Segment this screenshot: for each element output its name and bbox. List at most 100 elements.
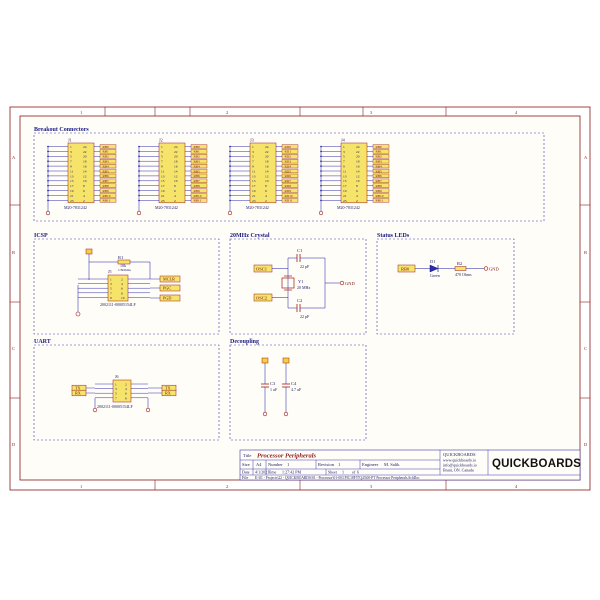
j5-part: 2002111-00005154LF	[100, 302, 136, 307]
pin-number-left: 1	[161, 145, 163, 149]
pin-number-right: 14	[83, 169, 87, 173]
j5-pin-number: 7	[110, 291, 112, 295]
pin-number-left: 17	[70, 184, 74, 188]
pin-number-left: 9	[252, 165, 254, 169]
gnd-symbol-j4	[318, 210, 324, 216]
net-label	[281, 193, 299, 198]
net-label-text: RD1	[285, 150, 292, 154]
net-label	[372, 168, 390, 174]
pin-number-right: 24	[356, 145, 360, 149]
net-label	[190, 159, 208, 164]
pin-number-left: 13	[343, 174, 347, 178]
net-label	[372, 144, 390, 149]
border-row-left-A: A	[12, 155, 16, 160]
gnd-symbol-icsp	[75, 311, 81, 317]
pin-number-left: 7	[252, 160, 254, 164]
gnd-symbol-led	[483, 266, 489, 271]
section-icsp: ICSP R1 10k 1/8Ohms J5 2002111-00005154L…	[33, 233, 220, 335]
j5-pin-number: 3	[110, 282, 112, 286]
j6-pin-number: 4	[125, 387, 127, 391]
tb-email: info@quickboards.io	[443, 463, 477, 468]
pin-number-right: 4	[356, 194, 358, 198]
net-label	[372, 178, 390, 183]
pin-number-left: 23	[252, 199, 256, 203]
pin-number-right: 24	[174, 145, 178, 149]
tb-time: 1:27:42 PM	[282, 470, 301, 475]
border-col-top-1: 1	[80, 110, 82, 115]
connector-ref-j1: J1	[68, 138, 72, 143]
pin-number-left: 19	[343, 189, 347, 193]
pin-number-right: 2	[83, 199, 85, 203]
net-label	[190, 163, 208, 169]
c4-ref: C4	[291, 381, 297, 386]
pin-number-left: 13	[70, 174, 74, 178]
section-title-uart: UART	[34, 339, 51, 345]
net-label-text: RB0	[376, 145, 383, 149]
pin-number-left: 15	[252, 179, 256, 183]
gnd-symbol-uart-right	[145, 407, 151, 413]
net-label	[190, 144, 208, 149]
net-label-text: RD2	[285, 155, 292, 159]
border-col-bottom-2: 2	[226, 484, 228, 489]
crystal-gnd: GND	[345, 281, 355, 286]
net-label-text: RB4	[376, 164, 383, 168]
gnd-symbol-c4	[283, 411, 289, 417]
net-label	[372, 149, 390, 154]
border-col-bottom-1: 1	[80, 484, 82, 489]
r2-ref: R2	[457, 261, 462, 266]
net-label-text: RB3	[376, 160, 383, 164]
uart-left-label-text: TX	[75, 386, 81, 391]
d1-value: Green	[430, 273, 440, 278]
net-label	[99, 163, 117, 169]
tb-engineer: M. Salik	[384, 462, 400, 467]
pin-number-right: 24	[83, 145, 87, 149]
net-label	[281, 144, 299, 149]
pin-number-left: 7	[343, 160, 345, 164]
r1-value-2: 1/8Ohms	[118, 268, 131, 272]
pin-number-left: 1	[252, 145, 254, 149]
net-label	[99, 198, 117, 203]
section-title-breakout: Breakout Connectors	[34, 127, 89, 133]
tb-revision: 1	[338, 462, 340, 467]
pin-number-left: 7	[161, 160, 163, 164]
pin-number-right: 22	[174, 150, 178, 154]
pin-number-left: 3	[70, 150, 72, 154]
pin-number-left: 17	[343, 184, 347, 188]
header-body-j1	[67, 142, 95, 204]
border-row-right-A: A	[584, 155, 588, 160]
tb-of: 6	[357, 470, 359, 475]
header-body-j2	[158, 142, 186, 204]
section-title-decoupling: Decoupling	[230, 339, 259, 345]
pin-number-left: 15	[343, 179, 347, 183]
border-row-left-B: B	[12, 250, 15, 255]
net-label	[372, 188, 390, 193]
border-row-left-D: D	[12, 442, 16, 447]
tb-website: www.quickboards.io	[443, 458, 476, 463]
net-label	[281, 173, 299, 178]
uart-right-label-text: TX	[165, 386, 171, 391]
pin-number-right: 12	[356, 174, 360, 178]
pin-number-left: 5	[161, 155, 163, 159]
pin-number-right: 20	[174, 155, 178, 159]
net-label-text: RB7	[376, 179, 383, 183]
pin-number-left: 11	[252, 169, 256, 173]
net-label	[372, 173, 390, 178]
net-label	[190, 183, 208, 188]
section-decoupling: Decoupling C3 1 uF C4 4.7 uF	[229, 339, 367, 441]
net-label-text: RD4	[285, 164, 292, 168]
net-label-text: RB5	[376, 169, 383, 173]
header-body-j3	[249, 142, 277, 204]
c3-ref: C3	[270, 381, 276, 386]
net-label-text: RB9	[194, 189, 201, 193]
net-label-text: RB5	[103, 169, 110, 173]
pin-number-left: 5	[343, 155, 345, 159]
net-label-text: RB4	[194, 164, 201, 168]
pin-number-left: 9	[70, 165, 72, 169]
tb-date: 4/1/2021	[255, 470, 269, 475]
tb-date-label: Date	[242, 470, 250, 475]
pin-number-left: 19	[70, 189, 74, 193]
